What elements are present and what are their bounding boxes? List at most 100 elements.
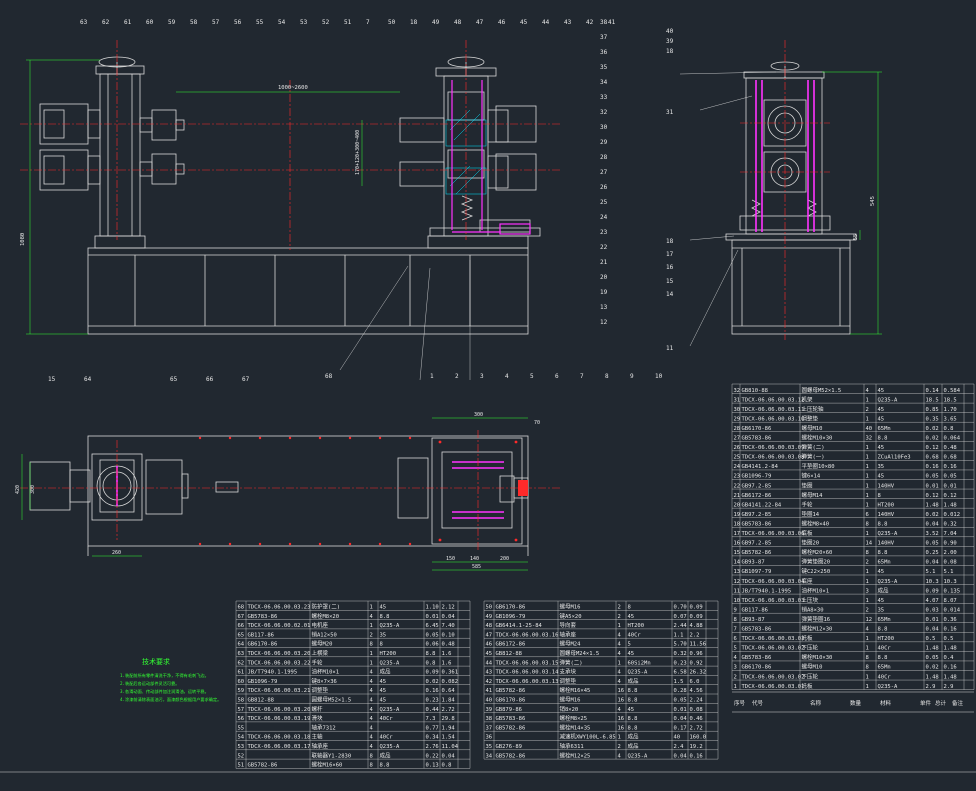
table-cell: 2.72 — [442, 707, 455, 713]
table-cell: 0.16 — [690, 753, 703, 759]
table-cell: 螺母M14 — [802, 491, 824, 499]
table-cell: 螺栓M12×25 — [560, 751, 591, 759]
table-cell: 机架 — [802, 395, 814, 403]
table-cell: 1 — [866, 646, 869, 652]
table-cell: 1.94 — [442, 725, 456, 731]
table-cell: 59 — [238, 688, 245, 694]
table-cell: 0.07 — [674, 614, 687, 620]
callout-number: 2 — [455, 373, 459, 380]
side-dimensions — [822, 71, 882, 335]
table-cell: 31 — [734, 397, 741, 403]
table-cell: 8.07 — [944, 598, 957, 604]
table-cell: 0.012 — [944, 512, 961, 518]
table-cell: GB4141.22-84 — [742, 502, 782, 508]
table-cell: GB5783-86 — [742, 436, 772, 442]
table-cell: 螺栓M10×30 — [802, 653, 833, 661]
table-cell: 60Si2Mn — [628, 660, 651, 666]
table-cell: 32 — [866, 436, 873, 442]
table-cell: 2.72 — [690, 725, 703, 731]
table-cell: 66 — [238, 623, 245, 629]
table-cell: 垫圈 — [802, 481, 814, 489]
table-cell: 0.09 — [690, 614, 703, 620]
table-cell: 托板 — [802, 682, 814, 690]
table-cell: TDCX-06.06.00.03.02 — [742, 646, 805, 652]
table-cell: 45 — [878, 598, 885, 604]
table-cell: 1 — [866, 502, 869, 508]
table-cell: GB6170-86 — [742, 426, 772, 432]
table-cell: 1.48 — [926, 502, 939, 508]
table-cell: GB810-88 — [742, 388, 769, 394]
table-cell: 螺栓M12×30 — [802, 625, 833, 633]
dim-side-gap: 55 — [853, 234, 859, 240]
table-cell: 2 — [370, 632, 373, 638]
callout-number: 57 — [212, 19, 220, 26]
table-cell: HT200 — [878, 636, 895, 642]
table-cell: 12 — [734, 579, 741, 585]
table-cell: GB5783-86 — [248, 614, 278, 620]
table-cell: 10 — [734, 598, 741, 604]
table-cell: 23 — [734, 474, 741, 480]
table-cell: 弹簧垫圈20 — [802, 558, 831, 566]
table-cell: 油杯M10×1 — [802, 586, 830, 594]
table-cell: 2.00 — [944, 550, 957, 556]
callout-number: 60 — [146, 19, 154, 26]
table-cell: 0.68 — [944, 455, 957, 461]
side-magenta-parts — [755, 80, 815, 232]
table-cell: Q235-A — [628, 753, 649, 759]
table-cell: 销A8×30 — [802, 605, 824, 613]
table-cell: 51 — [238, 763, 245, 769]
table-cell: 8 — [866, 521, 869, 527]
table-cell: 0.01 — [674, 707, 687, 713]
table-cell: 0.36 — [944, 617, 957, 623]
callout-number: 34 — [600, 79, 608, 86]
table-cell: 11 — [734, 588, 741, 594]
table-cell: 0.4 — [944, 655, 955, 661]
table-cell: GB1096-79 — [742, 474, 772, 480]
table-cell: 6.58 — [674, 670, 687, 676]
table-cell: 1 — [734, 684, 737, 690]
table-cell: 24 — [734, 464, 741, 470]
table-cell: 0.77 — [426, 725, 439, 731]
table-cell: 45 — [628, 707, 635, 713]
table-cell: 0.35 — [926, 416, 939, 422]
table-cell: 4 — [866, 627, 870, 633]
table-cell: GB6170-86 — [496, 605, 526, 611]
callout-number: 5 — [530, 373, 534, 380]
table-cell: JB/T7940.1-1995 — [248, 670, 298, 676]
table-cell: 1 — [866, 464, 869, 470]
callout-number: 49 — [432, 19, 440, 26]
table-cell: 0.16 — [944, 665, 957, 671]
table-cell: 7.3 — [426, 716, 436, 722]
callout-number: 10 — [655, 373, 663, 380]
dim-front-rib: 170+120+300~400 — [355, 130, 361, 175]
callout-number: 39 — [666, 38, 674, 45]
table-cell: TDCX-06.06.00.03.16 — [496, 632, 559, 638]
table-cell: 2.44 — [674, 623, 688, 629]
table-cell: Q235-A — [380, 623, 401, 629]
callout-number: 53 — [300, 19, 308, 26]
table-cell: 导向套 — [560, 621, 577, 629]
callout-number: 48 — [454, 19, 462, 26]
table-cell: 3.52 — [926, 531, 939, 537]
table-cell: 2.24 — [690, 698, 704, 704]
table-cell: 45 — [486, 651, 493, 657]
dim-plan-right-w: 585 — [472, 564, 481, 570]
table-cell: 2.76 — [426, 744, 439, 750]
table-cell: 0.05 — [426, 632, 439, 638]
table-cell: 螺栓M20×60 — [802, 548, 833, 556]
table-cell: 下压轮 — [802, 672, 819, 680]
callout-number: 18 — [666, 238, 674, 245]
table-cell: 57 — [238, 707, 245, 713]
callout-number: 18 — [666, 48, 674, 55]
table-cell: 0.02 — [926, 426, 939, 432]
callout-number: 66 — [206, 376, 214, 383]
table-cell: 49 — [486, 614, 493, 620]
plan-view — [29, 435, 529, 556]
table-cell: 成品 — [628, 733, 640, 741]
table-cell: Q235-A — [878, 531, 899, 537]
table-cell: 0.16 — [944, 627, 957, 633]
table-cell: 39 — [486, 707, 493, 713]
table-cell: 1.54 — [442, 735, 456, 741]
